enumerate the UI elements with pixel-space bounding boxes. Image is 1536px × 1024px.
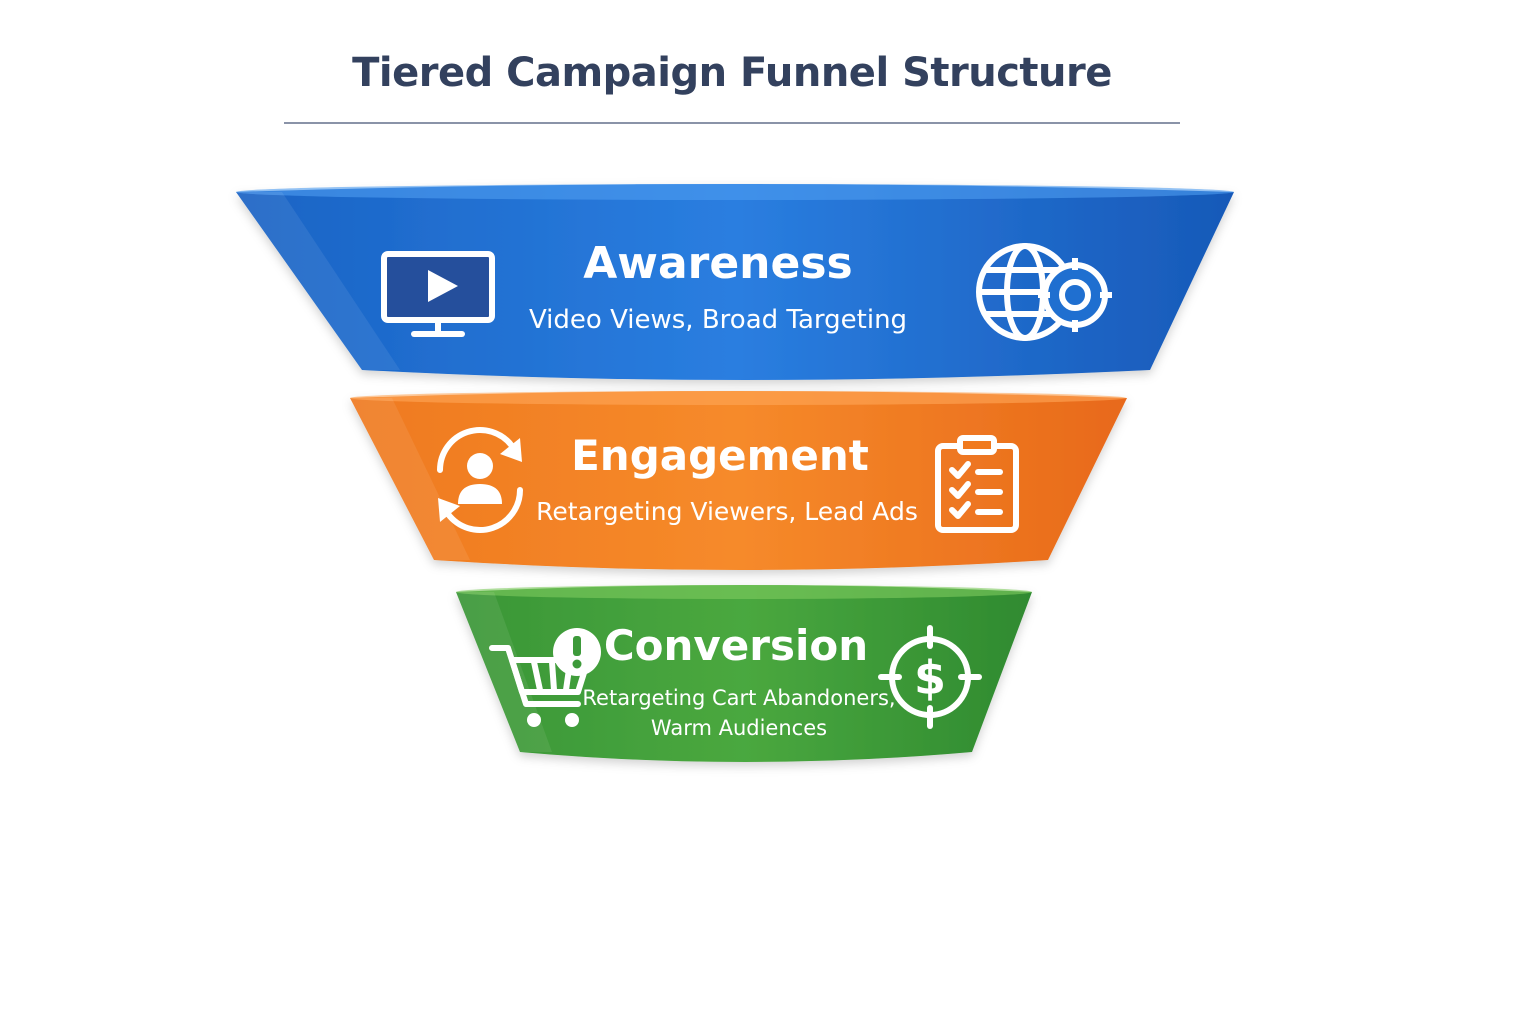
page-title: Tiered Campaign Funnel Structure (352, 50, 1112, 96)
tier-awareness: Awareness Video Views, Broad Targeting (236, 184, 1234, 380)
tier-conversion: Conversion Retargeting Cart Abandoners, … (456, 585, 1032, 762)
engagement-band (350, 391, 1127, 570)
conversion-description-line-2: Warm Audiences (651, 716, 827, 740)
awareness-description: Video Views, Broad Targeting (529, 305, 907, 335)
cart-alert-icon (489, 628, 601, 727)
conversion-rim (456, 585, 1032, 599)
user-cycle-icon (437, 427, 523, 533)
globe-target-icon (976, 243, 1112, 341)
svg-text:$: $ (914, 651, 946, 705)
engagement-description: Retargeting Viewers, Lead Ads (536, 497, 918, 526)
tier-engagement: Engagement Retargeting Viewers, Lead Ads (350, 391, 1127, 570)
awareness-rim (236, 184, 1234, 200)
video-monitor-icon (381, 251, 495, 337)
dollar-target-icon: $ (878, 625, 982, 729)
conversion-band (456, 585, 1032, 762)
conversion-title: Conversion (604, 621, 868, 670)
conversion-description-line-1: Retargeting Cart Abandoners, (582, 686, 895, 710)
engagement-title: Engagement (571, 431, 869, 480)
title-divider (284, 122, 1180, 124)
awareness-band (236, 184, 1234, 380)
engagement-rim (350, 391, 1126, 405)
clipboard-checklist-icon (935, 435, 1019, 533)
awareness-title: Awareness (583, 238, 852, 289)
